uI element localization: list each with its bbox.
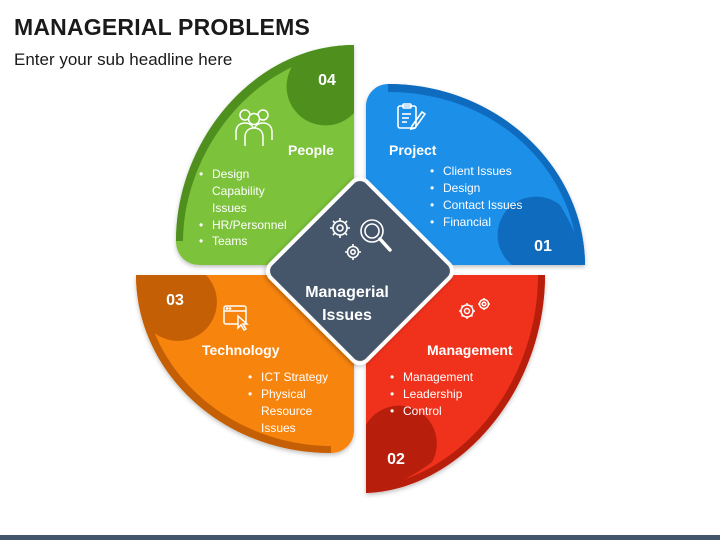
svg-text:•: • — [390, 370, 394, 384]
petal-technology: 03 Technology • ICT Strategy • Physical … — [136, 275, 354, 453]
svg-text:•: • — [248, 370, 252, 384]
petal-people-bullets: • Design Capability Issues • HR/Personne… — [199, 167, 287, 248]
svg-text:•: • — [430, 215, 434, 229]
petal-technology-bullet: Physical — [261, 387, 306, 401]
people-group-icon — [235, 109, 273, 146]
center-diamond-shape — [265, 176, 455, 366]
petal-project-bullets: • Client Issues • Design • Contact Issue… — [430, 164, 522, 229]
svg-text:•: • — [199, 167, 203, 181]
page-subtitle: Enter your sub headline here — [14, 50, 233, 69]
browser-cursor-icon — [223, 305, 249, 331]
svg-text:•: • — [248, 387, 252, 401]
petal-project-bullet: Client Issues — [443, 164, 512, 178]
petal-management-bullet: Leadership — [403, 387, 463, 401]
page-title: MANAGERIAL PROBLEMS — [14, 14, 310, 40]
petal-technology-bullet: ICT Strategy — [261, 370, 328, 384]
svg-text:•: • — [430, 198, 434, 212]
center-title-line1: Managerial — [305, 284, 389, 301]
petal-technology-number: 03 — [166, 292, 184, 309]
petal-project-number-circle — [497, 196, 585, 265]
petal-management-bullets: • Management • Leadership • Control — [390, 370, 474, 418]
petal-people-bullet: HR/Personnel — [212, 218, 287, 232]
petal-project: 01 Project • Client Issues • Design • Co… — [366, 84, 585, 265]
petal-people-title: People — [288, 142, 334, 158]
petal-people-number-circle — [286, 45, 354, 126]
petal-people-bullet: Teams — [212, 234, 247, 248]
petal-people: 04 People • Design Capability Issues • H… — [176, 45, 354, 265]
petal-management-number: 02 — [387, 451, 405, 468]
center-title-line2: Issues — [322, 307, 372, 324]
svg-text:•: • — [390, 404, 394, 418]
petal-technology-bullet: Resource — [261, 404, 313, 418]
gears-icon — [459, 298, 490, 319]
footer-bar — [0, 535, 720, 540]
petal-management: 02 Management • Management • Leadership … — [366, 275, 545, 493]
petal-people-bullet: Design — [212, 167, 249, 181]
svg-text:•: • — [430, 181, 434, 195]
svg-text:•: • — [390, 387, 394, 401]
petal-management-title: Management — [427, 342, 513, 358]
clipboard-edit-icon — [397, 103, 427, 131]
petal-management-number-circle — [366, 405, 437, 493]
petal-project-bullet: Financial — [443, 215, 491, 229]
petal-project-title: Project — [389, 142, 437, 158]
petal-project-number: 01 — [534, 238, 552, 255]
petal-project-bullet: Design — [443, 181, 480, 195]
petal-people-bullet: Issues — [212, 201, 247, 215]
petal-management-bullet: Management — [403, 370, 474, 384]
petal-technology-bullets: • ICT Strategy • Physical Resource Issue… — [248, 370, 328, 435]
svg-text:•: • — [199, 234, 203, 248]
svg-text:•: • — [199, 218, 203, 232]
petal-technology-number-circle — [136, 275, 217, 341]
gears-magnifier-icon — [330, 218, 392, 260]
svg-text:•: • — [430, 164, 434, 178]
petal-technology-title: Technology — [202, 342, 280, 358]
petal-management-bullet: Control — [403, 404, 442, 418]
petal-technology-bullet: Issues — [261, 421, 296, 435]
petal-people-bullet: Capability — [212, 184, 265, 198]
petal-people-number: 04 — [318, 72, 336, 89]
center-diamond: Managerial Issues — [265, 176, 455, 366]
petal-project-bullet: Contact Issues — [443, 198, 522, 212]
